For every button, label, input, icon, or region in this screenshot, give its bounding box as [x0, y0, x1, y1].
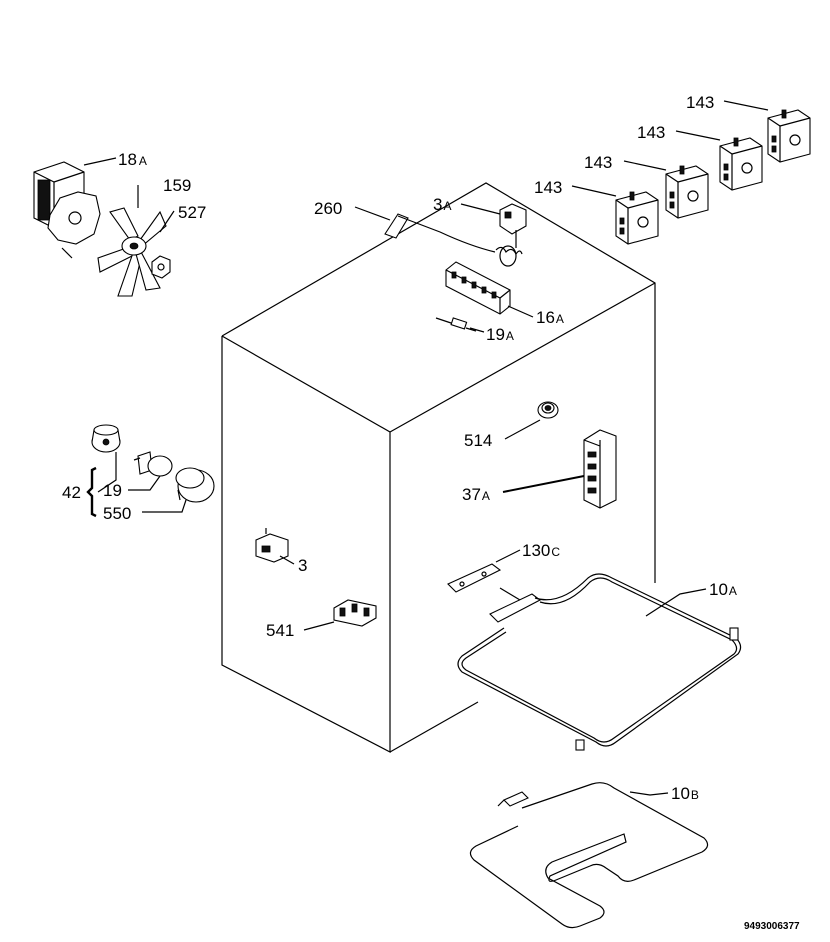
callout-label: 260	[314, 199, 342, 218]
callout-label: 527	[178, 203, 206, 222]
thermostat-switch-part	[499, 203, 527, 248]
grommet-part	[537, 401, 559, 419]
lamp-holder-part	[91, 424, 121, 453]
selector-switch	[719, 137, 763, 191]
selector-switch-parts	[615, 109, 811, 245]
nut-part	[151, 255, 171, 279]
callout-label: 16A	[536, 308, 564, 327]
callout-label: 130C	[522, 541, 560, 560]
callout-label: 143	[637, 123, 665, 142]
oven-cabinet	[221, 182, 656, 753]
thermostat-capillary-part	[384, 213, 523, 267]
callout-label: 10A	[709, 580, 737, 599]
callout-label: 19	[103, 481, 122, 500]
callout-label: 10B	[671, 784, 699, 803]
small-lamp-part	[435, 317, 477, 332]
selector-switch	[767, 109, 811, 163]
callout-label: 42	[62, 483, 81, 502]
bottom-heating-element	[469, 782, 709, 929]
selector-switch	[665, 165, 709, 219]
hinge-bracket-part	[333, 599, 377, 627]
leader-lines	[83, 100, 769, 796]
callout-label: 3	[298, 556, 307, 575]
callout-label: 143	[584, 153, 612, 172]
callout-label: 514	[464, 431, 492, 450]
lamp-cover-part	[175, 467, 215, 503]
callout-label: 550	[103, 504, 131, 523]
top-heating-element	[457, 573, 742, 751]
part-group-bracket	[86, 466, 97, 518]
callout-label: 143	[534, 178, 562, 197]
callout-label: 143	[686, 93, 714, 112]
callout-label: 3A	[433, 195, 451, 214]
selector-switch	[615, 191, 659, 245]
callout-label: 541	[266, 621, 294, 640]
oven-lamp-part	[133, 451, 173, 477]
terminal-block-part	[445, 261, 511, 315]
drawing-code: 9493006377	[744, 921, 800, 932]
callout-label: 159	[163, 176, 191, 195]
callout-label: 19A	[486, 325, 514, 344]
fan-motor-part	[33, 161, 101, 259]
door-switch-part	[255, 528, 289, 563]
callout-label: 37A	[462, 485, 490, 504]
light-strip-part	[583, 429, 617, 509]
fan-blade-part	[97, 207, 167, 297]
heater-bracket-part	[447, 563, 542, 623]
